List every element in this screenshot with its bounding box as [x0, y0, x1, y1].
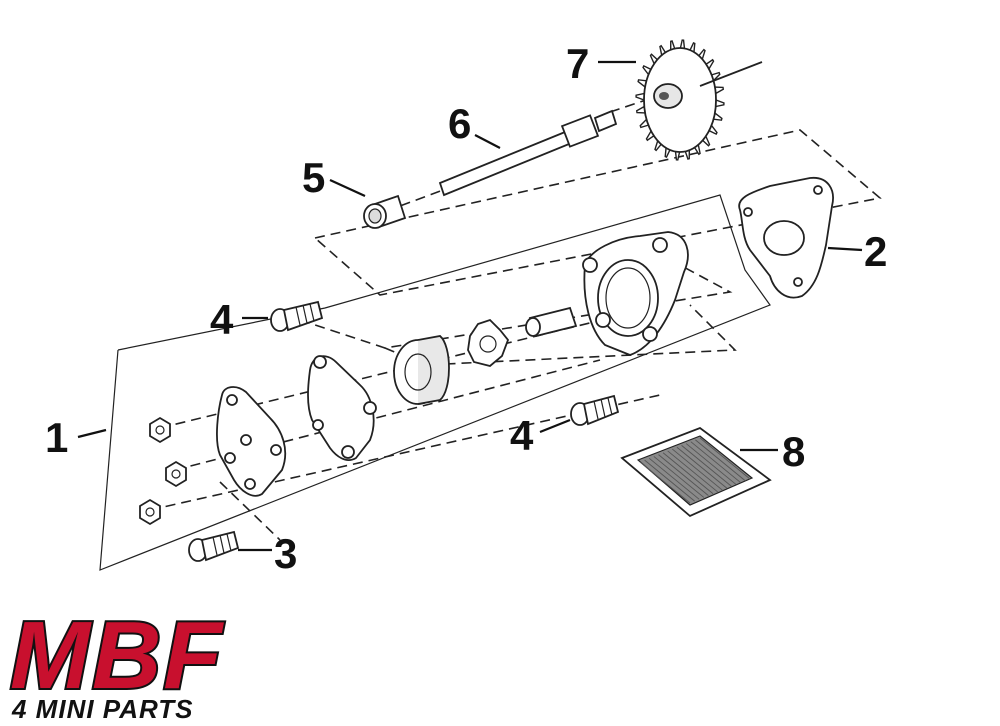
leader-lines	[77, 60, 863, 552]
callout-2: 2	[864, 228, 887, 275]
strainer-mesh-line	[676, 446, 728, 489]
callout-4-lower: 4	[510, 412, 534, 459]
callout-1: 1	[45, 414, 68, 461]
strainer-mesh-line	[644, 459, 695, 502]
strainer-mesh-line	[639, 461, 691, 504]
callout-6: 6	[448, 100, 471, 147]
callout-7: 7	[566, 40, 589, 87]
part-8-strainer	[620, 426, 772, 518]
logo-sub-text: 4 MINI PARTS	[11, 694, 194, 724]
part-4-bolt-upper	[270, 300, 324, 332]
strainer-mesh-line	[672, 448, 723, 491]
strainer-mesh-line	[690, 441, 742, 484]
assembly-outline	[99, 194, 771, 571]
nuts	[139, 416, 187, 526]
strainer-mesh-line	[648, 457, 700, 500]
callout-5: 5	[302, 154, 325, 201]
part-2-gasket	[738, 177, 834, 299]
strainer-mesh-line	[667, 450, 718, 493]
logo-main-text: MBF	[10, 602, 224, 709]
strainer-mesh-line	[658, 454, 709, 496]
callout-4-upper: 4	[210, 296, 234, 343]
part-7-sprocket	[635, 39, 763, 161]
cover-plate	[216, 386, 287, 497]
pump-body	[582, 231, 689, 356]
strainer-mesh-line	[699, 437, 751, 480]
part-4-bolt-lower	[570, 394, 620, 426]
strainer-mesh-line	[685, 443, 737, 485]
strainer-mesh-line	[662, 452, 714, 495]
sprocket-tooth	[635, 92, 646, 101]
strainer-mesh-line	[653, 456, 705, 498]
outer-rotor	[393, 335, 450, 405]
strainer-mesh-line	[695, 439, 746, 482]
part-3-bolt	[188, 530, 240, 562]
callout-3: 3	[274, 530, 297, 577]
inner-rotor	[467, 318, 510, 367]
strainer-mesh-line	[681, 445, 732, 487]
intermediate-plate	[307, 355, 377, 461]
part-6-shaft	[438, 109, 618, 197]
callout-8: 8	[782, 428, 805, 475]
sprocket-tooth	[714, 99, 725, 108]
part-5-bushing	[363, 194, 407, 229]
pump-pin	[525, 306, 578, 338]
callout-labels: 1 2 3 4 4 5 6 7 8	[45, 40, 887, 577]
mbf-logo: MBF 4 MINI PARTS	[8, 600, 224, 724]
